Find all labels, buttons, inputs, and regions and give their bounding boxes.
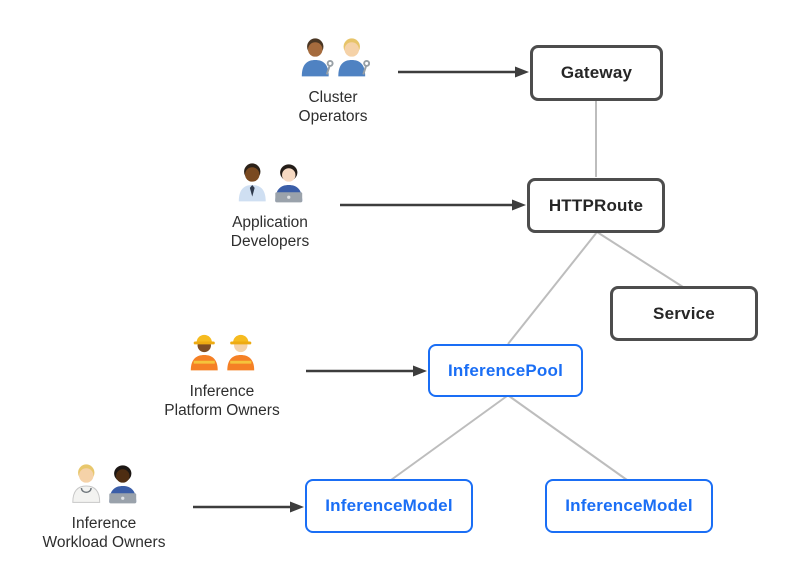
edge-httproute-service: [596, 231, 684, 288]
inferencepool-node: InferencePool: [428, 344, 583, 397]
gateway-node-label: Gateway: [560, 63, 633, 82]
service-node-label: Service: [653, 303, 715, 323]
inferencemodel-left-node: InferenceModel: [305, 479, 473, 533]
inference-platform-owners-label: Inference Platform Owners: [164, 383, 280, 419]
application-developers-label: Application Developers: [230, 214, 310, 250]
inferencemodel-right-node: InferenceModel: [545, 479, 713, 533]
construction-workers-icon: [186, 330, 259, 380]
inferencemodel-left-node-label: InferenceModel: [325, 496, 453, 515]
inferencemodel-right-node-label: InferenceModel: [565, 496, 693, 515]
persona-inference-platform-owners: Inference Platform Owners: [127, 330, 317, 420]
edge-inferencepool-inferencemodel-1: [390, 395, 508, 481]
mechanics-icon: [297, 36, 370, 86]
edge-inferencepool-inferencemodel-2: [508, 395, 628, 481]
inference-workload-owners-label: Inference Workload Owners: [42, 515, 166, 551]
inferencepool-node-label: InferencePool: [447, 360, 564, 380]
httproute-node-label: HTTPRoute: [548, 195, 644, 215]
gateway-node: Gateway: [530, 45, 663, 101]
cluster-operators-label: Cluster Operators: [298, 89, 368, 125]
health-worker-technologist-icon: [68, 462, 141, 512]
httproute-node: HTTPRoute: [527, 178, 665, 233]
edge-httproute-inferencepool: [507, 231, 598, 345]
service-node: Service: [610, 286, 758, 341]
persona-application-developers: Application Developers: [175, 161, 365, 251]
office-worker-technologist-icon: [234, 161, 307, 211]
persona-cluster-operators: Cluster Operators: [238, 36, 428, 126]
persona-inference-workload-owners: Inference Workload Owners: [9, 462, 199, 552]
